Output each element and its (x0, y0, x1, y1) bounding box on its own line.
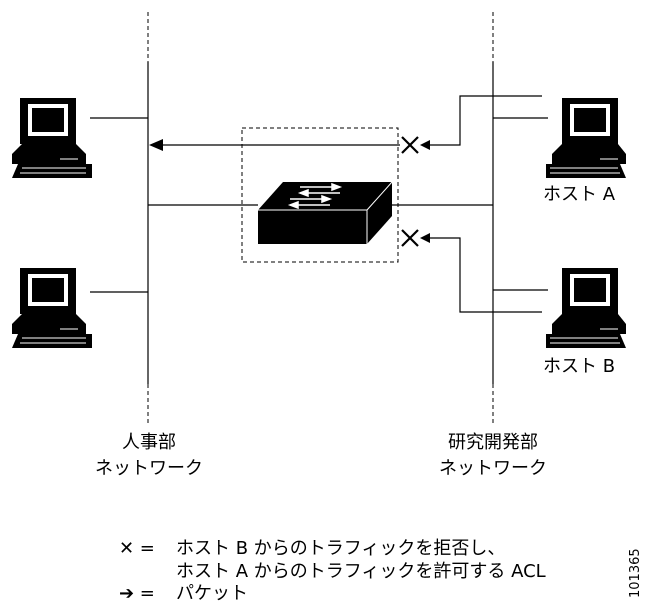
hr-network-label-line1: 人事部 (122, 432, 176, 453)
host-b-packet-path (428, 237, 542, 313)
acl-x-mark-2 (401, 229, 419, 247)
hr-computer-1 (11, 97, 93, 179)
hr-network-label-line2: ネットワーク (95, 458, 203, 479)
rd-network-label-line1: 研究開発部 (448, 432, 538, 453)
host-b-computer (545, 267, 627, 349)
acl-x-mark-1 (401, 136, 419, 154)
legend-arrow-text: パケット (176, 583, 248, 604)
acl-boundary (241, 127, 399, 263)
host-a-packet-arrowhead (420, 140, 430, 150)
host-b-packet-arrowhead (420, 233, 430, 243)
legend-arrow-symbol: ➔ = (119, 583, 155, 604)
host-b-label: ホスト B (543, 356, 616, 377)
switch-icon (258, 181, 393, 244)
rd-network-label-line2: ネットワーク (439, 458, 547, 479)
figure-id: 101365 (628, 548, 643, 598)
legend-x-text-line2: ホスト A からのトラフィックを許可する ACL (176, 561, 546, 582)
host-a-packet-path (428, 95, 542, 146)
host-a-label: ホスト A (543, 184, 616, 205)
legend-x-text-line1: ホスト B からのトラフィックを拒否し、 (176, 538, 506, 559)
host-a-computer (545, 97, 627, 179)
permitted-packet-arrowhead (149, 139, 163, 151)
hr-computer-2 (11, 267, 93, 349)
legend-x-symbol: ✕ = (119, 538, 155, 559)
